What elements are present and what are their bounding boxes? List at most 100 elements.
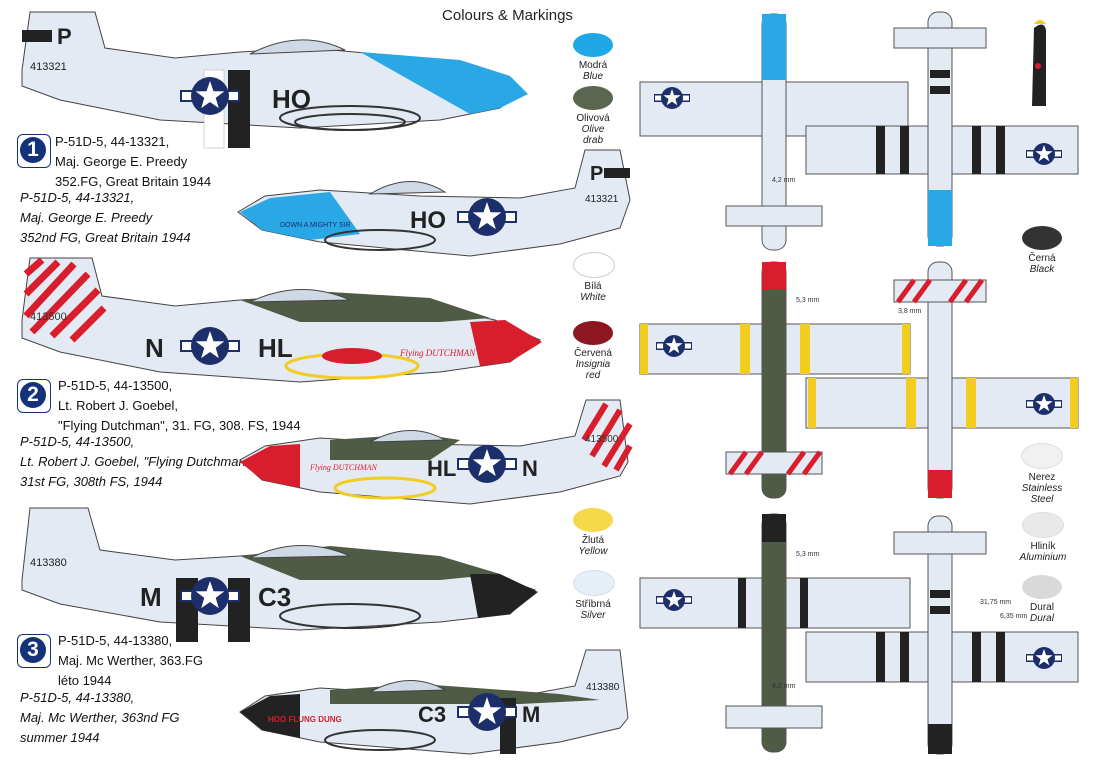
plan-2-top: 5,3 mm 3,8 mm	[639, 261, 922, 499]
swatch-chip	[1022, 226, 1062, 250]
swatch-label-en: Dural	[1030, 613, 1054, 624]
dimension-label: 3,8 mm	[898, 308, 922, 315]
dimension-label: 6,35 mm	[1000, 613, 1027, 620]
caption-line: Maj. Mc Werther, 363nd FG	[20, 710, 180, 725]
caption-line: Maj. George E. Preedy	[55, 154, 188, 169]
swatch-yellow: Žlutá Yellow	[573, 508, 613, 557]
dimension-label: 4,2 mm	[772, 683, 796, 690]
scheme-caption-3-en: P-51D-5, 44-13380, Maj. Mc Werther, 363n…	[20, 688, 179, 748]
caption-line: 352.FG, Great Britain 1944	[55, 174, 212, 189]
plan-1-bottom	[805, 11, 1079, 247]
tail-serial: 413380	[30, 557, 67, 569]
fin-letter: P	[57, 24, 72, 49]
scheme-caption-3: P-51D-5, 44-13380, Maj. Mc Werther, 363.…	[58, 631, 203, 691]
swatch-label-en: Stainless Steel	[1021, 483, 1063, 505]
caption-line: summer 1944	[20, 730, 100, 745]
profile-1-right: P 413321 HO DOWN A MIGHTY SIR	[237, 149, 631, 257]
swatch-chip	[1021, 443, 1063, 469]
scheme-number-3: 3	[17, 634, 51, 668]
dimension-label: 5,3 mm	[796, 297, 820, 304]
tail-serial: 413500	[30, 311, 67, 323]
swatch-label-en: White	[580, 292, 606, 303]
caption-line: Lt. Robert J. Goebel, "Flying Dutchman"	[20, 454, 251, 469]
tail-serial: 413380	[586, 682, 620, 693]
swatch-blue: Modrá Blue	[573, 33, 613, 82]
profile-1-left: P 413321 HO	[21, 11, 528, 149]
dimension-label: 4,2 mm	[772, 177, 796, 184]
page-title: Colours & Markings	[442, 7, 573, 24]
caption-line: léto 1944	[58, 673, 112, 688]
swatch-red: Červená Insignia red	[568, 321, 618, 381]
caption-line: P-51D-5, 44-13380,	[58, 633, 173, 648]
squadron-code-a: M	[140, 582, 162, 612]
plan-3-top: 5,3 mm 4,2 mm	[639, 513, 911, 753]
swatch-label-en: Insignia red	[575, 359, 611, 381]
swatch-chip	[573, 252, 615, 278]
swatch-label-en: Silver	[580, 610, 606, 621]
squadron-code-a: N	[145, 333, 164, 363]
scheme-number-1: 1	[17, 134, 51, 168]
swatch-label-en: Yellow	[578, 546, 608, 557]
nose-art-name: DOWN A MIGHTY SIR	[280, 222, 351, 229]
swatch-chip	[573, 508, 613, 532]
tail-serial: 413321	[585, 194, 619, 205]
swatch-label-cz: Olivová	[576, 113, 610, 124]
nose-art-name: Flying DUTCHMAN	[309, 463, 378, 472]
profile-3-left: 413380 M C3	[21, 507, 538, 642]
swatch-aluminium: Hliník Aluminium	[1018, 512, 1068, 563]
propeller-icon	[1032, 20, 1046, 107]
caption-line: P-51D-5, 44-13380,	[20, 690, 135, 705]
caption-line: "Flying Dutchman", 31. FG, 308. FS, 1944	[58, 418, 301, 433]
plan-2-bottom	[805, 261, 1079, 499]
caption-line: Maj. Mc Werther, 363.FG	[58, 653, 203, 668]
scheme-number-2: 2	[17, 379, 51, 413]
caption-line: Lt. Robert J. Goebel,	[58, 398, 178, 413]
swatch-label-en: Aluminium	[1019, 552, 1067, 563]
swatch-label-cz: Bílá	[584, 281, 602, 292]
profile-2-left: 413500 N HL Flying DUTCHMAN	[21, 257, 542, 383]
swatch-label-cz: Modrá	[578, 60, 608, 71]
swatch-label-cz: Černá	[1028, 253, 1056, 264]
swatch-chip	[573, 570, 615, 596]
caption-line: Maj. George E. Preedy	[20, 210, 153, 225]
caption-line: P-51D-5, 44-13321,	[55, 134, 170, 149]
plan-3-bottom: 31,75 mm 6,35 mm	[805, 515, 1079, 755]
swatch-label-cz: Dural	[1030, 602, 1054, 613]
swatch-chip	[573, 321, 613, 345]
squadron-code-a: C3	[418, 702, 446, 727]
squadron-code-a: HL	[427, 456, 456, 481]
profile-2-right: 413500 HL N Flying DUTCHMAN	[239, 399, 633, 505]
squadron-code: HO	[410, 207, 446, 234]
dimension-label: 31,75 mm	[980, 599, 1011, 606]
swatch-label-en: Olive drab	[581, 124, 605, 146]
nose-art-name: Flying DUTCHMAN	[399, 348, 476, 358]
squadron-code-b: C3	[258, 582, 291, 612]
swatch-chip	[1022, 512, 1064, 538]
tail-serial: 413500	[585, 434, 619, 445]
caption-line: 31st FG, 308th FS, 1944	[20, 474, 163, 489]
caption-line: P-51D-5, 44-13500,	[20, 434, 135, 449]
scheme-caption-2-en: P-51D-5, 44-13500, Lt. Robert J. Goebel,…	[20, 432, 250, 492]
swatch-dural: Dural Dural	[1022, 575, 1062, 624]
swatch-silver: Stříbrná Silver	[573, 570, 615, 621]
swatch-label-cz: Červená	[574, 348, 612, 359]
swatch-chip	[1022, 575, 1062, 599]
squadron-code: HO	[272, 84, 311, 114]
swatch-label-cz: Stříbrná	[575, 599, 611, 610]
caption-line: P-51D-5, 44-13500,	[58, 378, 173, 393]
scheme-caption-2: P-51D-5, 44-13500, Lt. Robert J. Goebel,…	[58, 376, 301, 436]
swatch-olive: Olivová Olive drab	[573, 86, 613, 146]
caption-line: 352nd FG, Great Britain 1944	[20, 230, 191, 245]
scheme-caption-1-en: P-51D-5, 44-13321, Maj. George E. Preedy…	[20, 188, 191, 248]
profile-3-right: 413380 C3 M HOO FLUNG DUNG	[239, 649, 629, 755]
swatch-chip	[573, 86, 613, 110]
swatch-label-en: Blue	[582, 71, 603, 82]
squadron-code-b: HL	[258, 333, 293, 363]
nose-art-name: HOO FLUNG DUNG	[268, 715, 342, 724]
swatch-stainless: Nerez Stainless Steel	[1010, 443, 1074, 505]
scheme-caption-1: P-51D-5, 44-13321, Maj. George E. Preedy…	[55, 132, 211, 192]
caption-line: P-51D-5, 44-13321,	[20, 190, 135, 205]
swatch-white: Bílá White	[573, 252, 615, 303]
swatch-label-cz: Žlutá	[581, 535, 605, 546]
